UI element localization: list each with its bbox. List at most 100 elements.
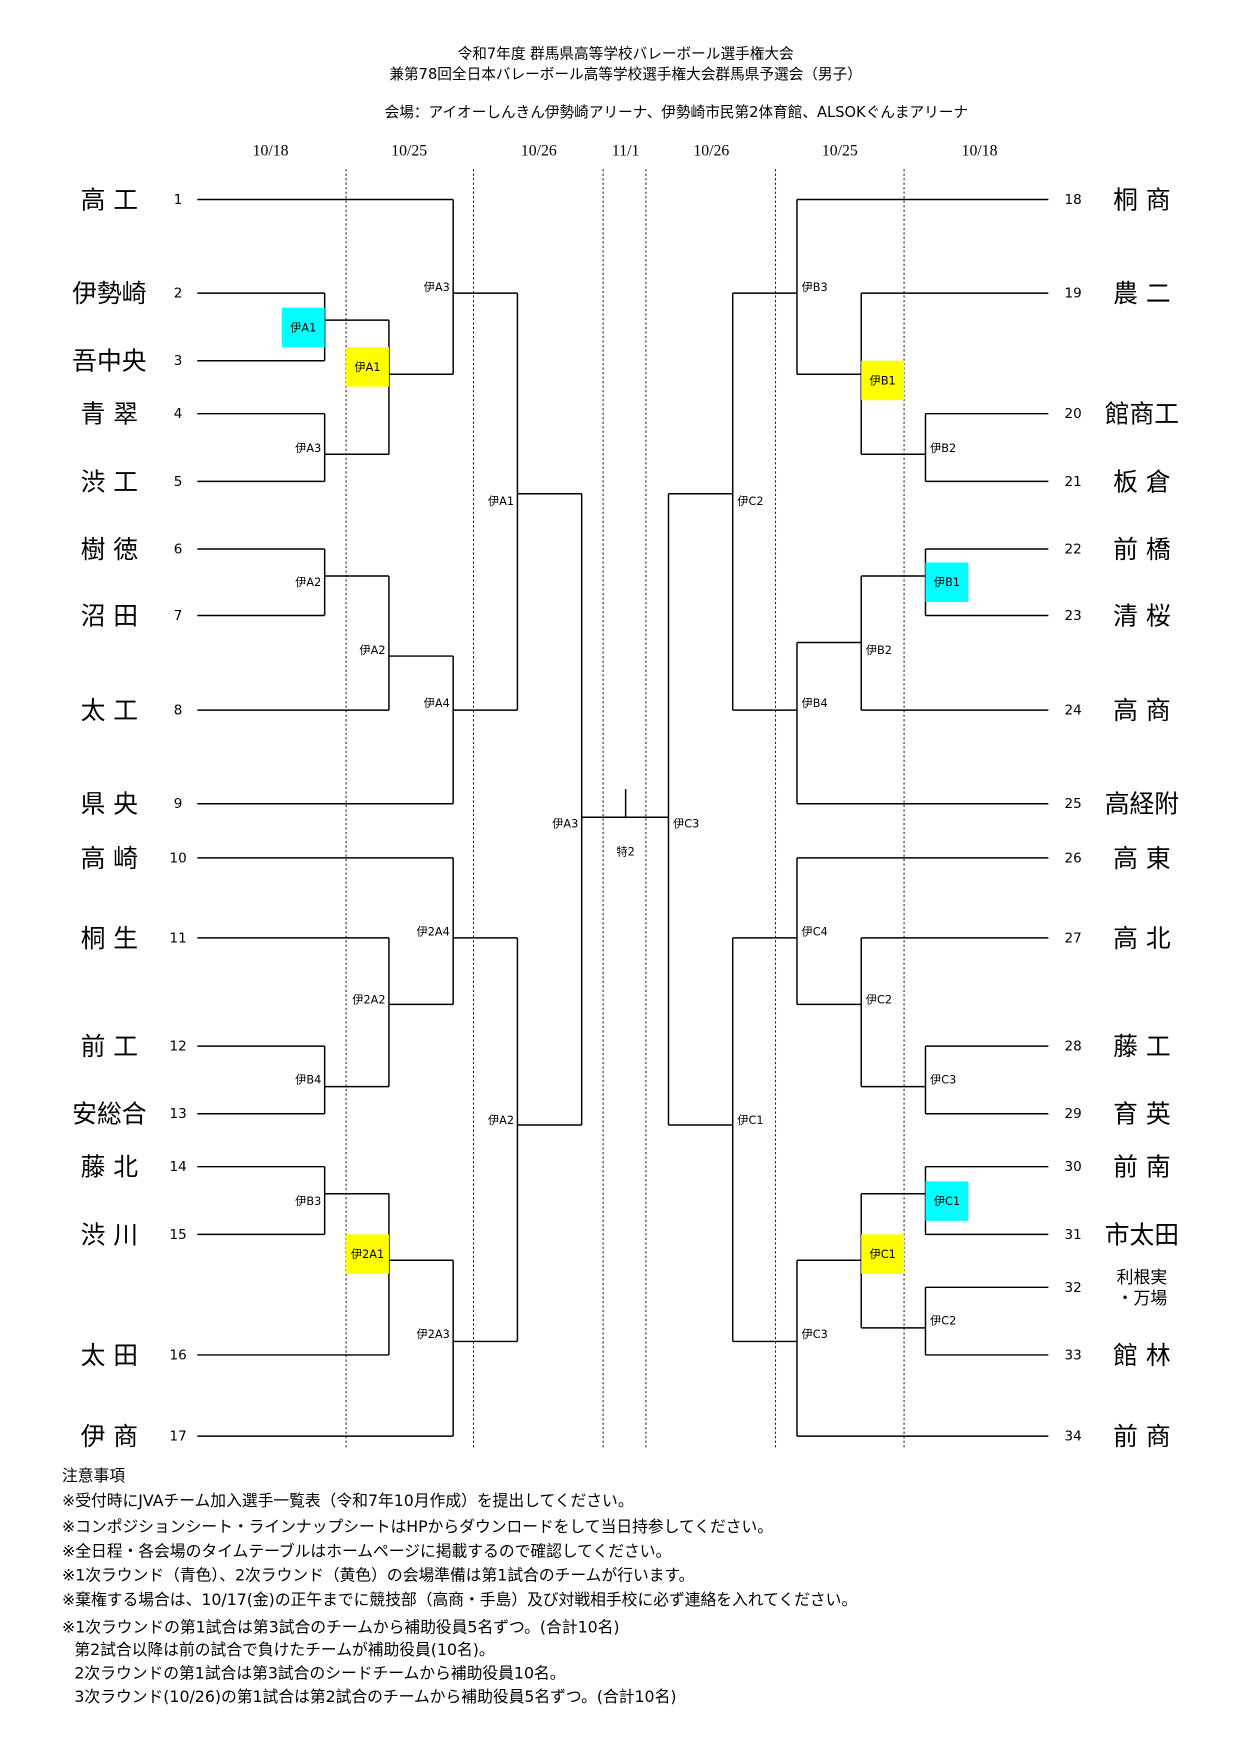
note-line: 第2試合以降は前の試合で負けたチームが補助役員(10名)。 [74, 1640, 494, 1659]
match-label: 伊B2 [930, 442, 956, 455]
round-date: 10/25 [391, 143, 427, 160]
match-label: 伊B1 [870, 374, 896, 387]
seed-number: 25 [1065, 796, 1082, 812]
seed-number: 28 [1065, 1039, 1082, 1055]
seed-number: 30 [1065, 1159, 1082, 1175]
team-name: 農 二 [1113, 279, 1170, 308]
seed-number: 16 [170, 1347, 187, 1363]
first-round-highlight [925, 562, 969, 602]
final-label: 特2 [616, 845, 634, 859]
team-name: 桐 生 [81, 924, 138, 953]
team-name: 伊勢崎 [72, 279, 146, 308]
match-label: 伊A2 [295, 576, 321, 589]
notes-heading: 注意事項 [62, 1466, 125, 1485]
match-label: 伊C1 [737, 1114, 763, 1127]
seed-number: 19 [1065, 286, 1082, 302]
match-label: 伊B1 [934, 576, 960, 589]
round-date: 10/25 [822, 143, 858, 160]
round-date: 10/26 [693, 143, 729, 160]
note-line: ※全日程・各会場のタイムテーブルはホームページに掲載するので確認してください。 [62, 1542, 671, 1561]
team-name: 育 英 [1113, 1100, 1170, 1129]
team-name: 県 央 [81, 790, 139, 819]
round-date: 10/26 [521, 143, 557, 160]
match-label: 伊A1 [354, 361, 380, 374]
match-label: 伊A1 [290, 321, 316, 334]
team-name: 板 倉 [1113, 467, 1170, 496]
seed-number: 1 [174, 192, 183, 208]
title-line-1: 令和7年度 群馬県高等学校バレーボール選手権大会 [458, 45, 794, 63]
team-name: 藤 工 [1113, 1032, 1170, 1061]
note-line: ※受付時にJVAチーム加入選手一覧表（令和7年10月作成）を提出してください。 [62, 1491, 634, 1510]
second-round-highlight [346, 1234, 389, 1274]
note-line: ※コンポジションシート・ラインナップシートはHPからダウンロードをして当日持参し… [62, 1517, 773, 1536]
seed-number: 2 [174, 286, 183, 302]
seed-number: 34 [1065, 1429, 1082, 1445]
second-round-highlight [861, 1234, 905, 1274]
seed-number: 14 [170, 1159, 187, 1175]
seed-number: 9 [174, 796, 183, 812]
round-date: 10/18 [253, 143, 289, 160]
team-name: 利根実 [1117, 1267, 1168, 1287]
bracket-lines [197, 198, 1049, 1437]
seed-number: 27 [1065, 930, 1082, 946]
team-name: 太 田 [81, 1341, 138, 1370]
team-name: 高 崎 [81, 844, 138, 873]
match-label: 伊B4 [295, 1073, 321, 1086]
seed-number: 7 [174, 608, 183, 624]
team-name: 高 東 [1113, 844, 1170, 873]
seed-number: 32 [1065, 1280, 1082, 1296]
match-label: 伊C3 [930, 1073, 956, 1086]
match-label: 伊B2 [866, 644, 892, 657]
first-round-highlight [925, 1181, 969, 1221]
team-name: 渋 工 [81, 467, 138, 496]
match-label: 伊A3 [424, 281, 450, 294]
team-name: 桐 商 [1113, 186, 1170, 215]
team-name: 高経附 [1105, 790, 1179, 819]
team-name: 渋 川 [81, 1220, 138, 1249]
team-name: 沼 田 [81, 601, 138, 630]
seed-number: 31 [1065, 1227, 1082, 1243]
second-round-highlight [861, 360, 905, 401]
note-line: 3次ラウンド(10/26)の第1試合は第2試合のチームから補助役員5名ずつ。(合… [74, 1687, 676, 1706]
match-label: 伊A2 [359, 644, 385, 657]
team-name: 前 工 [81, 1032, 138, 1061]
team-name: 市太田 [1105, 1220, 1179, 1249]
team-name: 吾中央 [72, 347, 147, 376]
team-name: 前 商 [1113, 1422, 1170, 1451]
team-name: 樹 徳 [81, 535, 139, 564]
match-label: 伊C4 [801, 926, 827, 939]
team-name: 館 林 [1113, 1341, 1171, 1370]
seed-number: 21 [1065, 474, 1082, 490]
team-name: 安総合 [72, 1100, 146, 1129]
title-line-2: 兼第78回全日本バレーボール高等学校選手権大会群馬県予選会（男子） [389, 65, 862, 83]
match-label: 伊A3 [295, 442, 321, 455]
match-label: 伊2A2 [352, 993, 385, 1006]
team-name: 高 工 [81, 186, 138, 215]
team-name: 高 北 [1113, 924, 1171, 953]
second-round-highlight [346, 347, 389, 387]
match-label: 伊A2 [488, 1114, 514, 1127]
match-label: 伊A3 [552, 817, 578, 830]
match-label: 伊C2 [930, 1315, 956, 1328]
match-label: 伊C3 [801, 1328, 827, 1341]
seed-number: 12 [170, 1039, 187, 1055]
seed-number: 10 [170, 850, 187, 866]
match-label: 伊2A3 [416, 1328, 449, 1341]
team-name: 青 翠 [81, 400, 138, 429]
seed-number: 23 [1065, 608, 1082, 624]
match-label: 伊B3 [295, 1195, 321, 1208]
seed-number: 22 [1065, 541, 1082, 557]
seed-number: 17 [170, 1429, 187, 1445]
team-name-line2: ・万場 [1117, 1288, 1168, 1308]
seed-number: 6 [174, 541, 183, 557]
match-label: 伊C2 [866, 993, 892, 1006]
team-name: 前 南 [1113, 1153, 1170, 1182]
team-name: 高 商 [1113, 696, 1170, 725]
match-labels: 伊A1伊A3伊A1伊A3伊A2伊A2伊A4伊A1伊B4伊2A2伊2A4伊B3伊2… [281, 281, 969, 1341]
seed-number: 24 [1065, 703, 1082, 719]
seed-number: 8 [174, 703, 183, 719]
match-label: 伊B3 [801, 281, 827, 294]
